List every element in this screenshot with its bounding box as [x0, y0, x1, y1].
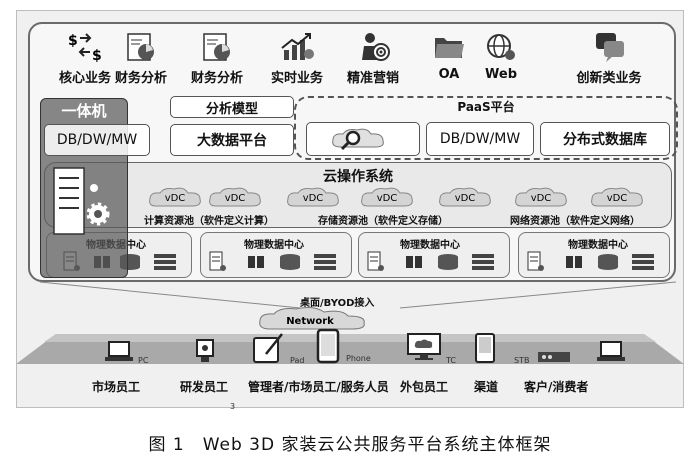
tablet-pen-icon: [253, 333, 283, 363]
device-tag-pad: Pad: [290, 356, 305, 365]
access-label: 桌面/BYOD接入: [300, 298, 375, 309]
vdc-cloud: vDC: [512, 186, 570, 212]
biz-label: Web: [485, 67, 517, 82]
dc-hardware-icon: [209, 251, 336, 271]
currency-exchange-icon: $ $: [68, 33, 102, 64]
vdc-label: vDC: [303, 193, 324, 204]
analysis-model-box: 分析模型: [170, 96, 294, 118]
vdc-cloud: vDC: [588, 186, 646, 212]
db-dw-mw-box-left: DB/DW/MW: [44, 124, 150, 156]
biz-label: 财务分析: [114, 71, 167, 86]
dc-label: 物理数据中心: [244, 240, 304, 251]
user-label: 市场员工: [92, 380, 141, 394]
biz-label: 核心业务: [58, 71, 111, 86]
user-label: 渠道: [474, 380, 499, 394]
all-in-one-title: 一体机: [61, 102, 107, 120]
pda-icon: [475, 333, 495, 363]
biz-innovation: 创新类业务: [566, 30, 652, 94]
laptop-icon: [597, 341, 625, 361]
folder-icon: [435, 38, 464, 58]
user-label: 外包员工: [400, 380, 449, 394]
growth-chart-icon: [281, 33, 314, 60]
converging-lines: [39, 281, 677, 309]
vdc-label: vDC: [455, 193, 476, 204]
finance-chart-icon: [203, 33, 230, 61]
device-tag-phone: Phone: [346, 354, 371, 363]
biz-label: 精准营销: [346, 71, 399, 86]
biz-label: 创新类业务: [576, 71, 642, 86]
cloud-search-box: [306, 122, 420, 156]
dc-label: 物理数据中心: [400, 240, 460, 251]
chat-bubbles-icon: [596, 33, 624, 62]
paas-title: PaaS平台: [457, 100, 515, 114]
vdc-cloud: vDC: [146, 186, 204, 212]
user-label: 管理者/市场员工/服务人员: [248, 380, 389, 394]
biz-label: OA: [438, 67, 460, 82]
dc-label: 物理数据中心: [568, 240, 628, 251]
finance-chart-icon: [127, 33, 154, 61]
biz-label: 实时业务: [270, 71, 323, 86]
big-data-platform-box: 大数据平台: [170, 124, 294, 156]
thin-client-icon: [196, 339, 214, 362]
network-cloud-icon: Network: [259, 307, 365, 330]
pool-network-label: 网络资源池（软件定义网络）: [510, 216, 640, 227]
dc-hardware-icon: [527, 251, 654, 271]
page-number: 3: [230, 402, 236, 411]
vdc-cloud: vDC: [206, 186, 264, 212]
biz-oa: OA: [406, 30, 492, 94]
svg-text:$: $: [92, 48, 102, 64]
target-person-icon: [362, 33, 390, 61]
paas-region: [294, 96, 678, 160]
db-dw-mw-box-right: DB/DW/MW: [426, 122, 534, 156]
device-tag-stb: STB: [514, 356, 530, 365]
device-tag-pc: PC: [138, 356, 149, 365]
cloud-os-band: [44, 162, 672, 228]
vdc-label: vDC: [225, 193, 246, 204]
biz-web: Web: [458, 30, 544, 94]
phone-icon: [316, 328, 340, 364]
laptop-icon: [105, 341, 133, 361]
set-top-box-icon: [538, 352, 570, 362]
pool-storage-label: 存储资源池（软件定义存储）: [318, 216, 448, 227]
globe-icon: [487, 34, 515, 60]
biz-realtime: 实时业务: [254, 30, 340, 94]
device-tag-tc: TC: [446, 356, 457, 365]
figure-caption: 图 1 Web 3D 家装云公共服务平台系统主体框架: [148, 435, 552, 455]
cloud-os-title: 云操作系统: [323, 169, 393, 185]
biz-finance-2: 财务分析: [174, 30, 260, 94]
biz-core: $ $ 核心业务: [42, 30, 128, 94]
network-label: Network: [286, 316, 334, 327]
monitor-cloud-icon: [407, 333, 441, 360]
vdc-label: vDC: [377, 193, 398, 204]
user-label: 研发员工: [180, 380, 229, 394]
vdc-cloud: vDC: [284, 186, 342, 212]
vdc-label: vDC: [165, 193, 186, 204]
vdc-cloud: vDC: [358, 186, 416, 212]
cloud-search-icon: [332, 128, 384, 151]
svg-text:$: $: [68, 33, 78, 49]
dc-hardware-icon: [367, 251, 494, 271]
user-label: 客户/消费者: [524, 380, 589, 394]
vdc-label: vDC: [531, 193, 552, 204]
distributed-db-box: 分布式数据库: [540, 122, 670, 156]
biz-label: 财务分析: [190, 71, 243, 86]
server-gear-icon: [53, 167, 110, 235]
vdc-cloud: vDC: [436, 186, 494, 212]
biz-finance-1: 财务分析: [98, 30, 184, 94]
pool-compute-label: 计算资源池（软件定义计算）: [144, 216, 274, 227]
vdc-label: vDC: [607, 193, 628, 204]
biz-marketing: 精准营销: [330, 30, 416, 94]
